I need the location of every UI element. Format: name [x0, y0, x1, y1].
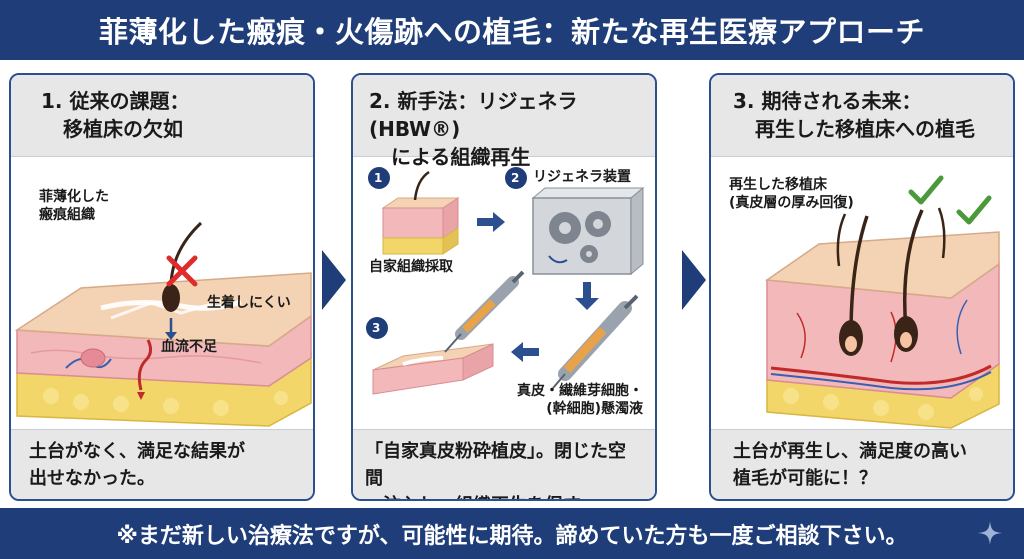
panel-3-title-line2: 再生した移植床への植毛	[755, 117, 975, 141]
regenerated-bed-label: 再生した移植床 (真皮層の厚み回復)	[729, 177, 854, 211]
regenera-device	[531, 186, 645, 276]
blood-flow-label: 血流不足	[161, 339, 217, 355]
chevron-right-icon	[322, 250, 346, 310]
regenera-process-illustration	[366, 167, 645, 395]
panel-2-footer: 「自家真皮粉砕植皮」。閉じた空間 へ注入し、組織再生を促す。	[353, 429, 655, 499]
check-icon	[956, 195, 992, 225]
panel-2-title: 2. 新手法：リジェネラ(HBW®) による組織再生	[353, 75, 655, 169]
chevron-right-icon	[682, 250, 706, 310]
syringe-icon	[444, 270, 525, 353]
panel-expected-future: 3. 期待される未来： 再生した移植床への植毛	[709, 73, 1015, 501]
page-title: 菲薄化した瘢痕・火傷跡への植毛：新たな再生医療アプローチ	[0, 0, 1024, 60]
panel-3-title: 3. 期待される未来： 再生した移植床への植毛	[711, 75, 1013, 157]
panel-1-title-line1: 1. 従来の課題：	[41, 89, 190, 113]
panel-1-footer: 土台がなく、満足な結果が 出せなかった。	[11, 429, 313, 499]
panel-3-footer: 土台が再生し、満足度の高い 植毛が可能に！？	[711, 429, 1013, 499]
syringe-icon	[552, 294, 639, 389]
thin-scar-skin-illustration	[14, 221, 312, 427]
step-3-badge: 3	[372, 321, 381, 335]
panel-3-illustration: 再生した移植床 (真皮層の厚み回復)	[711, 158, 1013, 431]
gear-icon	[549, 211, 611, 263]
footer-note: ※まだ新しい治療法ですが、可能性に期待。諦めていた方も一度ご相談下さい。	[0, 508, 1024, 559]
regenerated-skin-illustration	[764, 175, 1000, 429]
panel-conventional-problem: 1. 従来の課題： 移植床の欠如	[9, 73, 315, 501]
sparkle-icon	[978, 521, 1002, 545]
panel-1-illustration: 菲薄化した 瘢痕組織 生着しにくい 血流不足	[11, 158, 313, 431]
step-2-badge: 2	[511, 171, 520, 185]
suspension-label: 真皮・繊維芽細胞・ (幹細胞)懸濁液	[517, 383, 643, 417]
harvest-label: 自家組織採取	[369, 259, 453, 275]
no-take-label: 生着しにくい	[207, 295, 291, 311]
device-label: リジェネラ装置	[533, 169, 631, 185]
check-icon	[908, 175, 944, 205]
panel-3-title-line1: 3. 期待される未来：	[733, 89, 922, 113]
thin-scar-label: 菲薄化した 瘢痕組織	[39, 189, 109, 223]
injection-site-skin	[372, 343, 494, 395]
panel-2-illustration: 1 2 3 リジェネラ装置 自家組織採取 真皮・繊維芽細胞・ (幹細胞)懸濁液	[353, 158, 655, 431]
panel-1-title-line2: 移植床の欠如	[63, 117, 183, 141]
panel-2-title-line1: 2. 新手法：リジェネラ(HBW®)	[369, 89, 578, 141]
harvested-tissue-block	[381, 170, 460, 255]
panel-new-method: 2. 新手法：リジェネラ(HBW®) による組織再生	[351, 73, 657, 501]
panel-2-title-line2: による組織再生	[391, 145, 531, 169]
cross-icon	[166, 255, 198, 287]
panel-1-title: 1. 従来の課題： 移植床の欠如	[11, 75, 313, 157]
footer-note-text: ※まだ新しい治療法ですが、可能性に期待。諦めていた方も一度ご相談下さい。	[116, 523, 908, 549]
step-1-badge: 1	[374, 171, 383, 185]
